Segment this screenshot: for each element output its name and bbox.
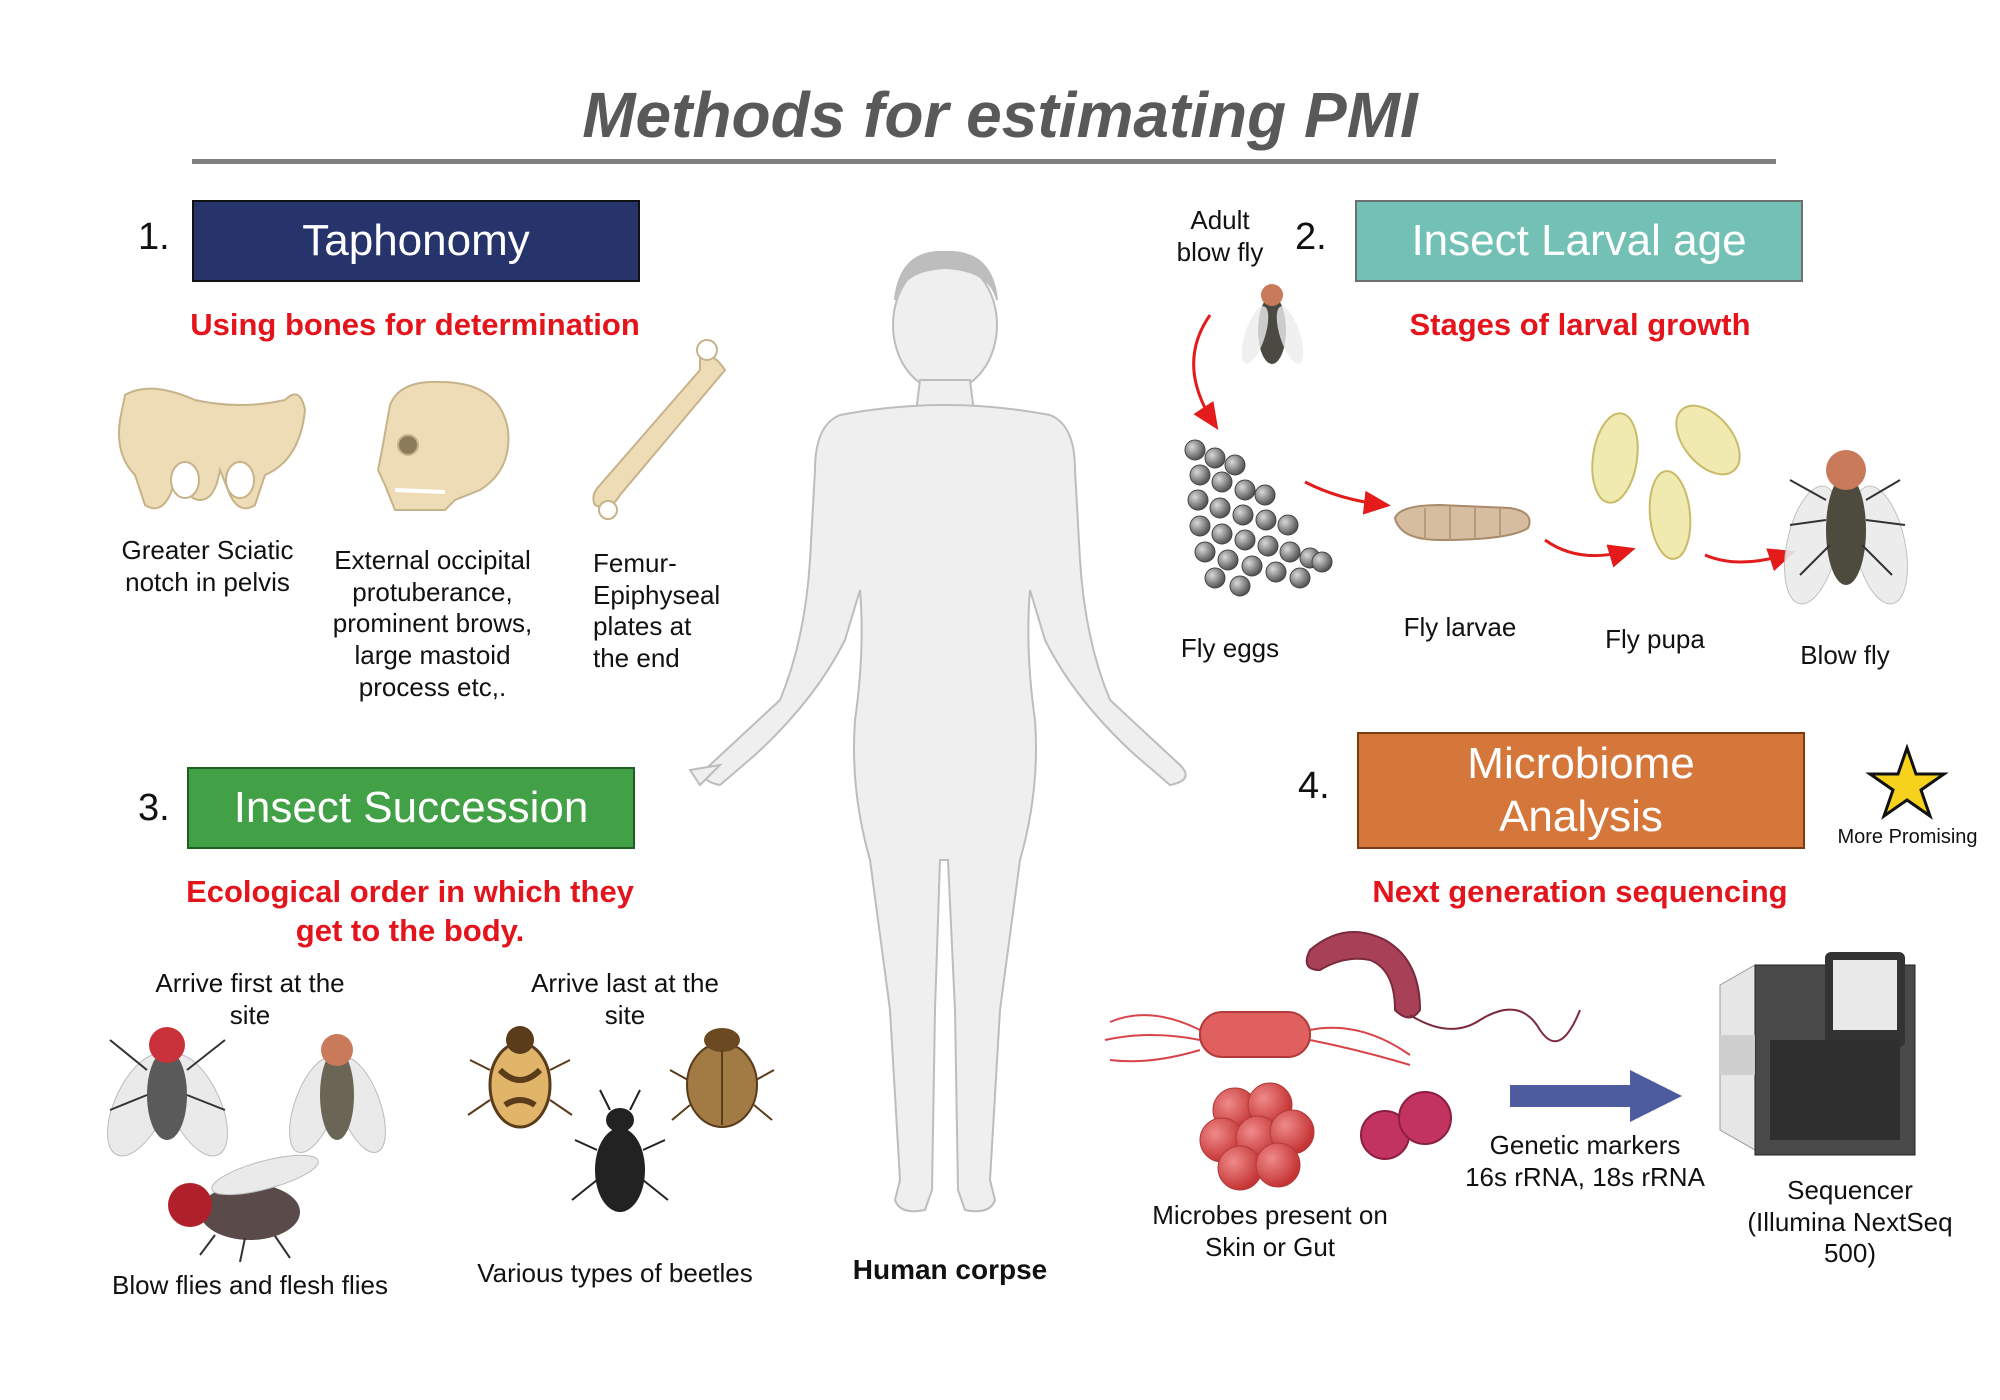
coccus-cluster-icon	[1199, 1082, 1315, 1191]
eggs-caption: Fly eggs	[1180, 633, 1280, 663]
star-icon	[1865, 743, 1949, 820]
fly-larva-icon	[1393, 503, 1531, 542]
pupa-caption: Fly pupa	[1605, 624, 1705, 654]
larval-subtitle: Stages of larval growth	[1409, 307, 1751, 342]
taphonomy-box: Taphonomy	[192, 200, 640, 282]
arrow-to-blowfly	[1704, 548, 1796, 572]
title-divider	[192, 159, 1776, 164]
blowfly-caption: Blow fly	[1800, 640, 1890, 670]
method-number-2: 2.	[1295, 216, 1327, 258]
method-number-3: 3.	[138, 787, 170, 829]
method-number-4: 4.	[1298, 765, 1330, 807]
rod-bacterium-icon	[1104, 1011, 1411, 1066]
sequencing-arrow-icon	[1510, 1070, 1682, 1122]
diplococcus-icon	[1360, 1091, 1452, 1160]
succession-box: Insect Succession	[187, 767, 635, 849]
page-title: Methods for estimating PMI	[582, 79, 1418, 151]
red-eyed-fly-icon	[168, 1154, 319, 1263]
black-beetle-icon	[571, 1089, 669, 1212]
sequencer-icon	[1719, 952, 1916, 1156]
pelvis-icon	[118, 387, 307, 510]
taphonomy-subtitle: Using bones for determination	[190, 307, 640, 342]
adult-fly-icon	[1241, 284, 1304, 364]
method-number-1: 1.	[138, 216, 170, 258]
curved-bacterium-icon	[1305, 931, 1581, 1043]
blow-fly-icon	[1784, 450, 1908, 605]
human-body-icon	[688, 250, 1187, 1213]
fly-eggs-icon	[1184, 439, 1333, 597]
larval-label: Insect Larval age	[1411, 215, 1747, 265]
larvae-caption: Fly larvae	[1403, 612, 1517, 642]
fly-pupa-icon	[1591, 404, 1741, 560]
flesh-fly-icon	[289, 1034, 386, 1153]
housefly-icon	[107, 1027, 228, 1157]
succession-label: Insect Succession	[233, 782, 589, 832]
spotted-beetle-icon	[467, 1026, 573, 1129]
more-promising-badge: More Promising	[1837, 826, 1978, 848]
brown-beetle-icon	[669, 1028, 775, 1128]
larval-box: Insect Larval age	[1355, 200, 1803, 282]
arrow-to-pupa	[1544, 538, 1636, 568]
arrow-to-eggs	[1192, 314, 1219, 430]
femur-icon	[592, 339, 727, 520]
human-corpse-label: Human corpse	[852, 1254, 1048, 1285]
flies-caption: Blow flies and flesh flies	[111, 1270, 389, 1300]
beetles-caption: Various types of beetles	[477, 1258, 753, 1288]
arrow-to-larvae	[1304, 480, 1391, 515]
microbiome-subtitle: Next generation sequencing	[1372, 874, 1788, 909]
taphonomy-label: Taphonomy	[302, 215, 530, 265]
skull-icon	[376, 380, 510, 511]
